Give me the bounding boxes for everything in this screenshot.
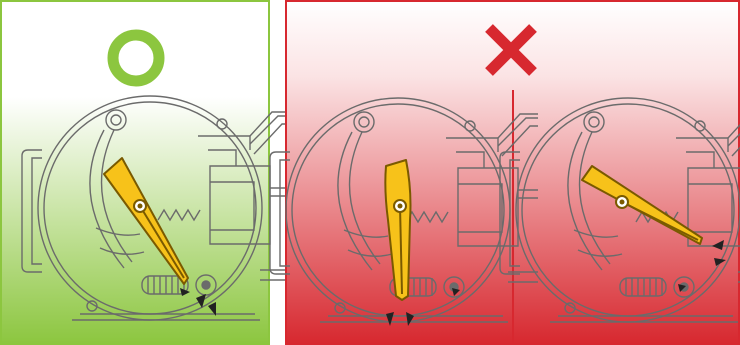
correct-panel [1,1,269,344]
